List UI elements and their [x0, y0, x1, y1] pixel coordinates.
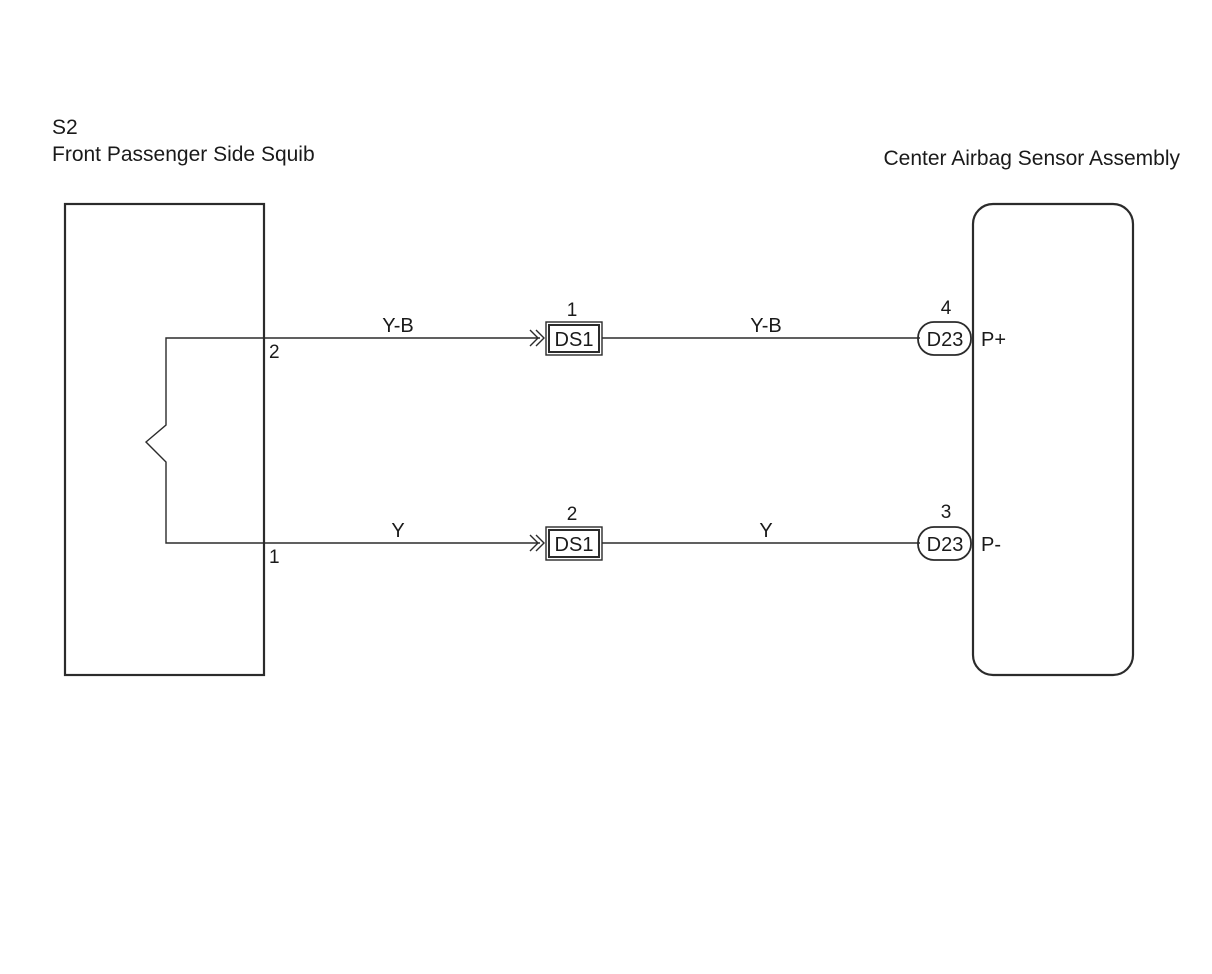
squib-name-label: Front Passenger Side Squib [52, 143, 315, 166]
connector-chevron-icon [529, 329, 545, 347]
junction-pin-number: 1 [567, 300, 578, 321]
sensor-terminal-name: P+ [981, 329, 1006, 351]
junction-connector-label: DS1 [555, 534, 594, 556]
squib-element-symbol [144, 337, 264, 544]
junction-connector-inner [548, 529, 600, 558]
sensor-connector-oval [917, 321, 972, 356]
sensor-pin-number: 3 [941, 502, 952, 523]
junction-pin-number: 2 [567, 504, 578, 525]
sensor-connector-label: D23 [927, 534, 964, 556]
connector-chevron-icon [529, 534, 545, 552]
wire-color-label: Y [759, 520, 772, 542]
wire-color-label: Y-B [750, 315, 782, 337]
squib-code-label: S2 [52, 116, 78, 139]
wire-color-label: Y [391, 520, 404, 542]
junction-connector-label: DS1 [555, 329, 594, 351]
squib-pin-number: 2 [269, 342, 280, 363]
sensor-assembly-name-label: Center Airbag Sensor Assembly [884, 147, 1181, 170]
sensor-terminal-name: P- [981, 534, 1001, 556]
sensor-connector-label: D23 [927, 329, 964, 351]
circuit-lower: 1 Y 2 DS1 Y 3 D23 P- [264, 502, 1001, 568]
squib-component-box [63, 202, 266, 677]
junction-connector-inner [548, 324, 600, 353]
squib-pin-number: 1 [269, 547, 280, 568]
sensor-assembly-box [971, 202, 1135, 677]
sensor-connector-oval [917, 526, 972, 561]
sensor-pin-number: 4 [941, 298, 952, 319]
wire-color-label: Y-B [382, 315, 414, 337]
circuit-upper: 2 Y-B 1 DS1 Y-B 4 D23 P+ [264, 298, 1006, 363]
